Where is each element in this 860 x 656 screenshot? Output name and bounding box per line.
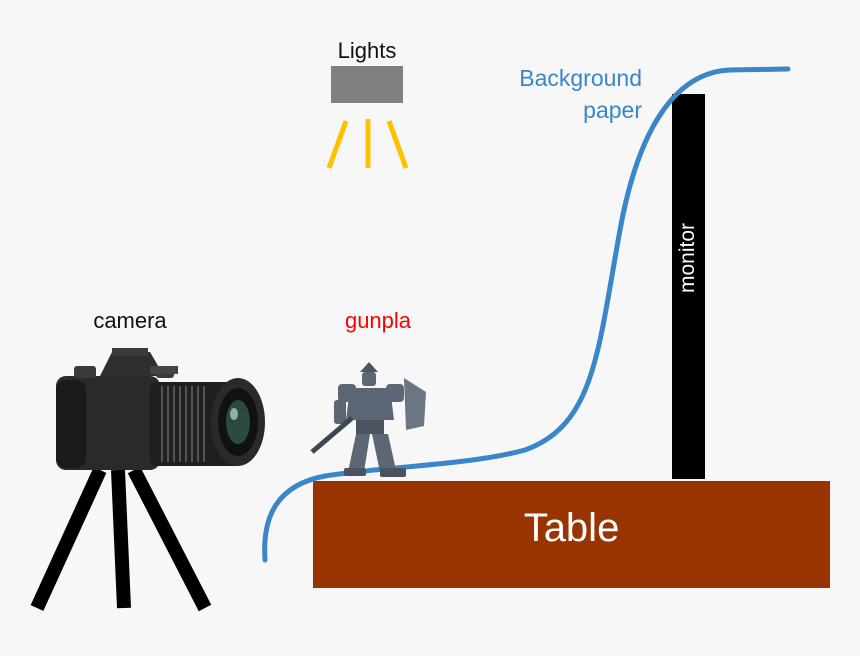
dslr-camera-icon — [56, 348, 265, 470]
gunpla-label: gunpla — [328, 308, 428, 334]
light-rays — [329, 119, 406, 168]
light-ray-right — [389, 121, 406, 168]
background-paper-label-line1: Background — [480, 62, 642, 94]
tripod-leg-left — [37, 470, 100, 608]
lights-label: Lights — [322, 38, 412, 64]
background-paper-label-line2: paper — [480, 94, 642, 126]
background-paper-label: Background paper — [480, 62, 642, 126]
light-box-icon — [331, 66, 403, 103]
tripod — [37, 470, 205, 608]
light-ray-left — [329, 121, 346, 168]
monitor-label: monitor — [676, 223, 700, 293]
tripod-leg-center — [118, 470, 124, 608]
table-label: Table — [313, 506, 830, 551]
camera-label: camera — [80, 308, 180, 334]
tripod-leg-right — [134, 470, 205, 608]
robot-figure-icon — [312, 362, 426, 477]
